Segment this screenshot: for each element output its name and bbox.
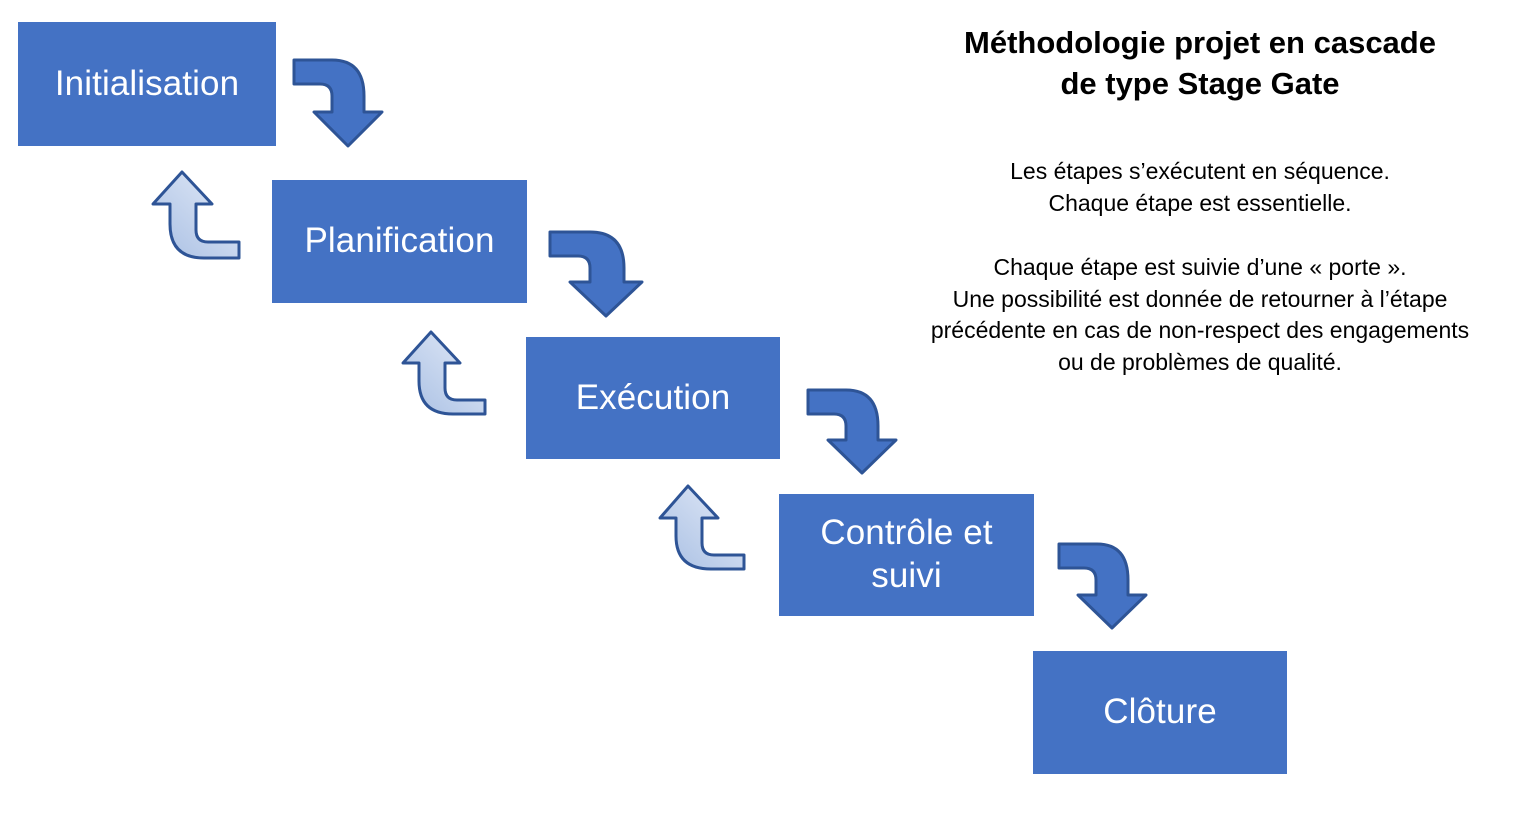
return-arrow-execution-to-planification (398, 328, 488, 416)
return-arrow-planification-to-initialisation (148, 168, 242, 260)
forward-arrow-initialisation-to-planification (292, 58, 386, 148)
description-paragraph-two: Chaque étape est suivie d’une « porte ».… (930, 254, 1470, 375)
stage-label-cloture: Clôture (1103, 692, 1217, 732)
stage-label-initialisation: Initialisation (54, 63, 240, 103)
forward-arrow-execution-to-controle (806, 388, 900, 475)
stage-box-initialisation[interactable]: Initialisation (18, 22, 276, 146)
stage-box-planification[interactable]: Planification (272, 180, 527, 303)
stage-box-cloture[interactable]: Clôture (1033, 651, 1287, 774)
stage-label-planification: Planification (304, 221, 495, 261)
stage-label-execution: Exécution (575, 377, 731, 417)
stage-box-execution[interactable]: Exécution (526, 337, 780, 459)
diagram-title: Méthodologie projet en cascade de type S… (964, 25, 1436, 102)
stage-label-controle-suivi: Contrôle et suivi (820, 513, 993, 595)
stage-box-controle-suivi[interactable]: Contrôle et suivi (779, 494, 1034, 616)
return-arrow-controle-to-execution (655, 482, 747, 571)
description-paragraph-one: Les étapes s’exécutent en séquence. Chaq… (1010, 158, 1390, 216)
forward-arrow-controle-to-cloture (1057, 542, 1150, 630)
forward-arrow-planification-to-execution (548, 230, 646, 318)
